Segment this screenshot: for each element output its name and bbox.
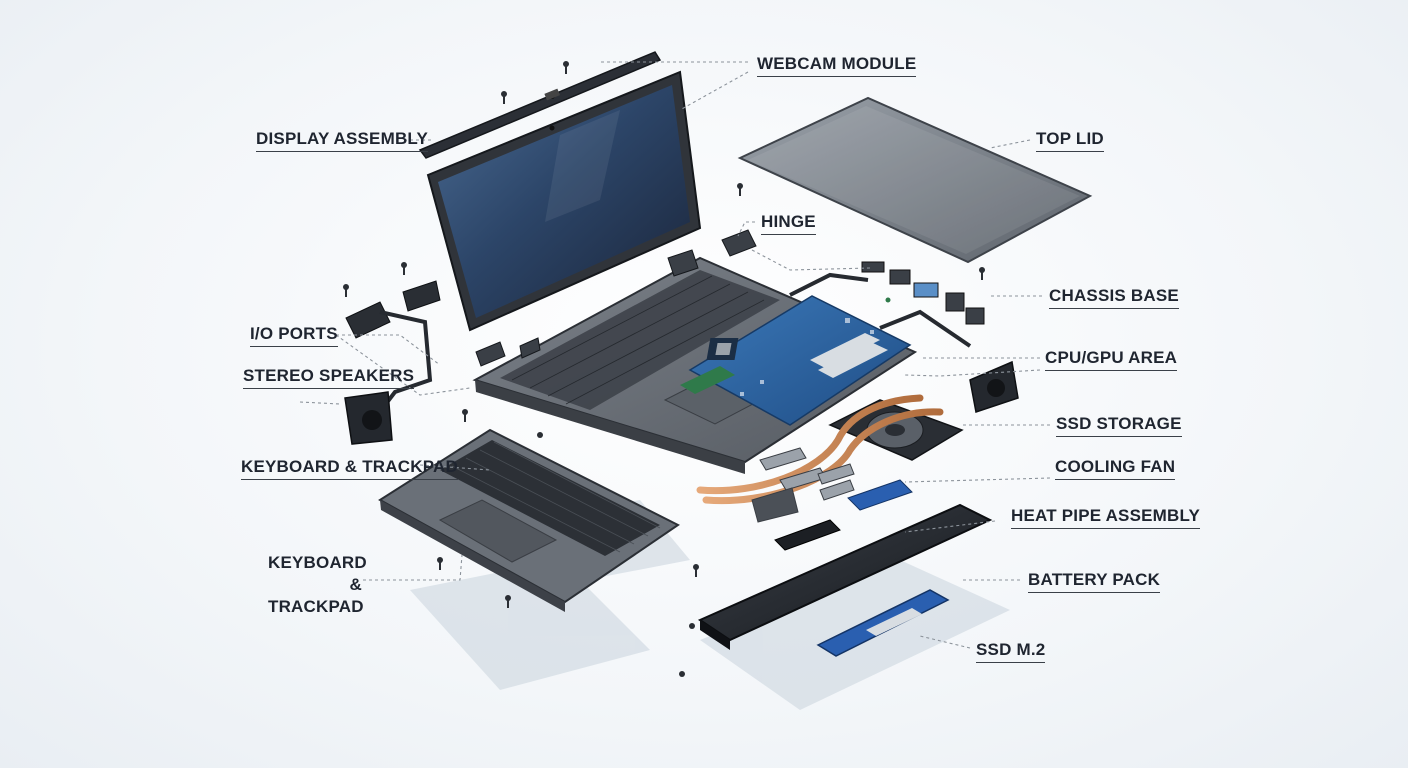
label-keyboard-trackpad-2: KEYBOARD & TRACKPAD: [268, 553, 367, 616]
label-webcam-module: WEBCAM MODULE: [757, 54, 917, 77]
motherboard: [680, 295, 912, 426]
label-stereo-speakers: STEREO SPEAKERS: [243, 366, 415, 389]
top-lid: [737, 96, 1093, 264]
label-chassis-base: CHASSIS BASE: [1049, 286, 1179, 309]
ssd-m2: [816, 589, 950, 657]
label-cpu-gpu-area: CPU/GPU AREA: [1045, 348, 1178, 371]
label-io-ports: I/O PORTS: [250, 324, 338, 347]
battery-pack: [697, 503, 993, 650]
label-ssd-m2: SSD M.2: [976, 640, 1046, 663]
stereo-speakers: [344, 360, 1019, 445]
label-cooling-fan: COOLING FAN: [1055, 457, 1176, 480]
label-top-lid: TOP LID: [1036, 129, 1104, 152]
label-keyboard-trackpad: KEYBOARD & TRACKPAD: [241, 457, 458, 480]
display-assembly: [426, 70, 702, 332]
chassis-keys: [511, 275, 765, 405]
flex-cable-left: [379, 310, 433, 407]
label-ssd-storage: SSD STORAGE: [1056, 414, 1182, 437]
heat-pipe-brackets: [751, 447, 855, 523]
webcam-module: [418, 51, 662, 159]
flex-cable-right: [789, 272, 972, 348]
label-heat-pipe-assembly: HEAT PIPE ASSEMBLY: [1011, 506, 1201, 529]
hinge: [475, 229, 757, 367]
keyboard-trackpad: [378, 428, 680, 612]
screws: [343, 61, 985, 677]
ssd-storage: [847, 479, 913, 511]
label-display-assembly: DISPLAY ASSEMBLY: [256, 129, 428, 152]
heat-pipe-assembly: [696, 394, 944, 505]
small-connectors: [861, 261, 985, 325]
label-battery-pack: BATTERY PACK: [1028, 570, 1161, 593]
label-hinge: HINGE: [761, 212, 816, 235]
io-ports: [345, 280, 441, 339]
leader-lines: [299, 61, 1051, 649]
